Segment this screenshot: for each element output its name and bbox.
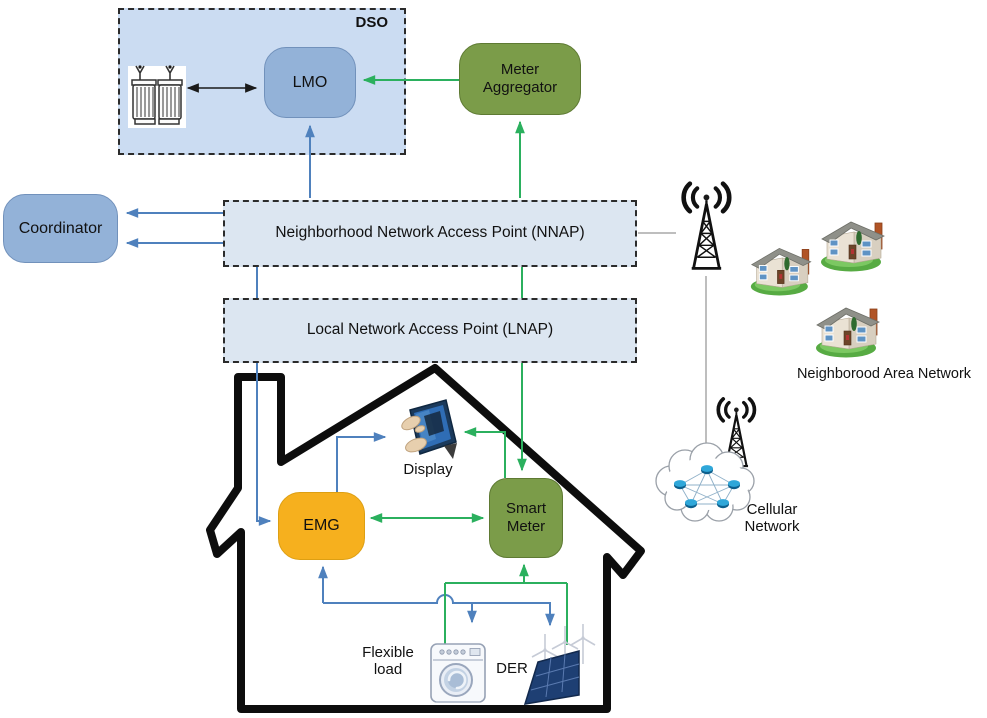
radio-tower-icon (684, 184, 730, 269)
neighborhood-area-network-label: Neighborood Area Network (796, 366, 972, 382)
der-label: DER (496, 660, 528, 677)
emg-box: EMG (278, 492, 365, 560)
washing-machine-icon (430, 643, 486, 703)
emg-label: EMG (303, 517, 340, 535)
dso-label: DSO (355, 14, 388, 31)
nnap-label: Neighborhood Network Access Point (NNAP) (275, 224, 585, 242)
house-icon (750, 247, 812, 296)
house-icon (815, 307, 880, 358)
lnap-label: Local Network Access Point (LNAP) (306, 321, 554, 339)
cellular-network-label: Cellular Network (744, 501, 800, 536)
emg-bus-to-der-arrow (323, 594, 555, 627)
nnap-box: Neighborhood Network Access Point (NNAP) (223, 200, 637, 267)
lnap-to-emg-arrow (256, 363, 272, 526)
house-icon (820, 221, 885, 272)
dso-panel: DSO (118, 8, 406, 155)
coordinator-box: Coordinator (3, 194, 118, 263)
grey-links (638, 232, 707, 458)
radio-tower-icon (716, 397, 757, 468)
meter-aggregator-box: Meter Aggregator (459, 43, 581, 115)
lnap-box: Local Network Access Point (LNAP) (223, 298, 637, 363)
smart-meter-box: Smart Meter (489, 478, 563, 558)
meter-aggregator-label: Meter Aggregator (482, 61, 558, 96)
emg-to-display-arrow (336, 432, 387, 492)
flexible-load-label: Flexible load (362, 644, 414, 679)
solar-panel-wind-turbine-icon (523, 624, 596, 705)
display-label: Display (403, 461, 453, 478)
lmo-box: LMO (264, 47, 356, 118)
smart-meter-label: Smart Meter (505, 500, 546, 535)
lmo-label: LMO (292, 73, 328, 91)
coordinator-label: Coordinator (18, 219, 103, 237)
tablet-display-icon (401, 399, 457, 459)
